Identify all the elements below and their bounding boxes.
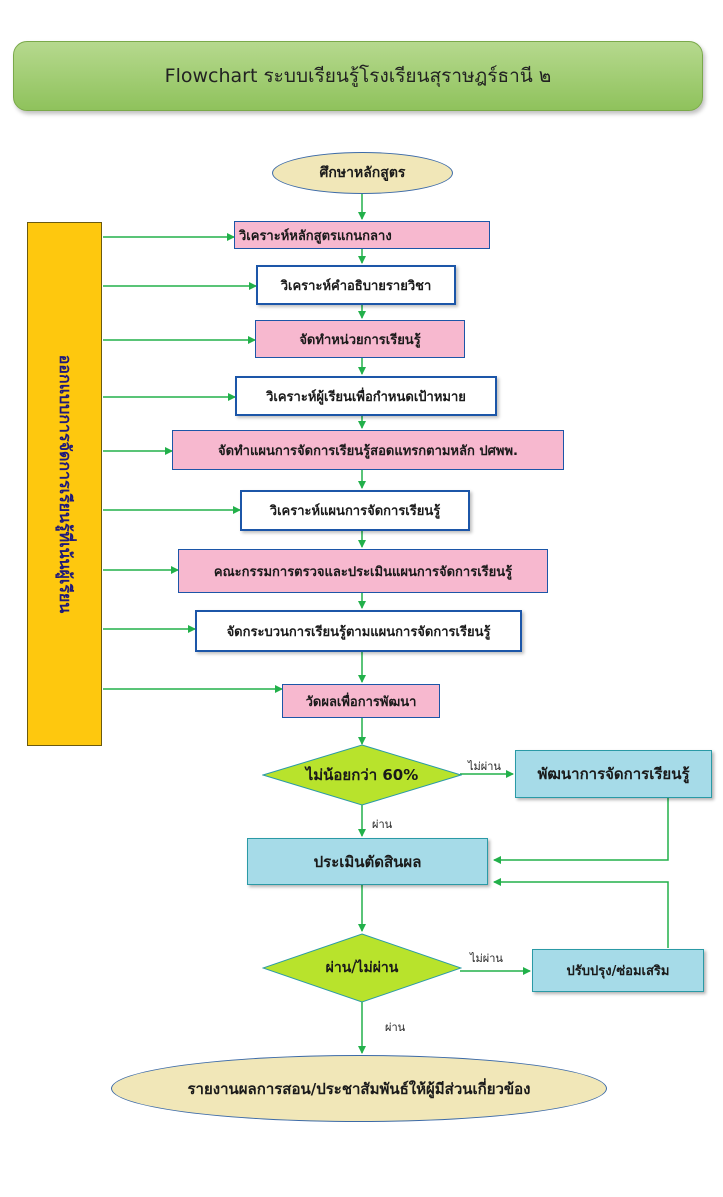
develop-box: พัฒนาการจัดการเรียนรู้ xyxy=(515,750,712,798)
develop-label: พัฒนาการจัดการเรียนรู้ xyxy=(537,765,690,783)
decision-1-diamond xyxy=(262,744,462,806)
step-8-label: จัดกระบวนการเรียนรู้ตามแผนการจัดการเรียน… xyxy=(226,624,491,640)
start-terminal: ศึกษาหลักสูตร xyxy=(272,152,453,194)
decision-1-label: ไม่น้อยกว่า 60% xyxy=(305,766,419,784)
title-banner: Flowchart ระบบเรียนรู้โรงเรียนสุราษฎร์ธา… xyxy=(13,41,703,111)
step-1-label: วิเคราะห์หลักสูตรแกนกลาง xyxy=(239,228,392,244)
decision-1-fail-label: ไม่ผ่าน xyxy=(468,760,501,773)
decision-2-diamond xyxy=(262,933,462,1003)
step-8-box: จัดกระบวนการเรียนรู้ตามแผนการจัดการเรียน… xyxy=(195,610,522,652)
evaluate-label: ประเมินตัดสินผล xyxy=(313,852,422,871)
step-7-label: คณะกรรมการตรวจและประเมินแผนการจัดการเรีย… xyxy=(213,564,513,580)
step-6-box: วิเคราะห์แผนการจัดการเรียนรู้ xyxy=(240,490,470,531)
step-7-box: คณะกรรมการตรวจและประเมินแผนการจัดการเรีย… xyxy=(178,549,548,593)
start-label: ศึกษาหลักสูตร xyxy=(319,165,406,181)
end-label: รายงานผลการสอน/ประชาสัมพันธ์ให้ผู้มีส่วน… xyxy=(187,1079,531,1098)
sidebar-label: ออกแบบการจัดการเรียนรู้ที่เน้นผู้เรียน xyxy=(56,354,75,614)
step-9-label: วัดผลเพื่อการพัฒนา xyxy=(305,694,417,710)
step-3-box: จัดทำหน่วยการเรียนรู้ xyxy=(255,320,465,358)
step-5-box: จัดทำแผนการจัดการเรียนรู้สอดแทรกตามหลัก … xyxy=(172,430,564,470)
page-title: Flowchart ระบบเรียนรู้โรงเรียนสุราษฎร์ธา… xyxy=(164,65,552,87)
decision-2-label: ผ่าน/ไม่ผ่าน xyxy=(325,960,399,976)
decision-1-pass-label: ผ่าน xyxy=(372,818,393,831)
end-terminal: รายงานผลการสอน/ประชาสัมพันธ์ให้ผู้มีส่วน… xyxy=(111,1055,607,1122)
sidebar-bar: ออกแบบการจัดการเรียนรู้ที่เน้นผู้เรียน xyxy=(27,222,102,746)
step-4-label: วิเคราะห์ผู้เรียนเพื่อกำหนดเป้าหมาย xyxy=(266,389,466,405)
step-3-label: จัดทำหน่วยการเรียนรู้ xyxy=(299,332,421,348)
evaluate-box: ประเมินตัดสินผล xyxy=(247,838,488,885)
decision-2-pass-label: ผ่าน xyxy=(385,1021,406,1034)
remedial-label: ปรับปรุง/ซ่อมเสริม xyxy=(566,964,670,979)
decision-2-fail-label: ไม่ผ่าน xyxy=(470,952,503,965)
step-2-box: วิเคราะห์คำอธิบายรายวิชา xyxy=(256,265,456,305)
step-4-box: วิเคราะห์ผู้เรียนเพื่อกำหนดเป้าหมาย xyxy=(235,376,497,416)
step-9-box: วัดผลเพื่อการพัฒนา xyxy=(282,684,440,718)
step-2-label: วิเคราะห์คำอธิบายรายวิชา xyxy=(280,278,432,294)
step-1-box: วิเคราะห์หลักสูตรแกนกลาง xyxy=(234,221,490,249)
step-5-label: จัดทำแผนการจัดการเรียนรู้สอดแทรกตามหลัก … xyxy=(218,443,518,459)
step-6-label: วิเคราะห์แผนการจัดการเรียนรู้ xyxy=(269,504,441,519)
remedial-box: ปรับปรุง/ซ่อมเสริม xyxy=(532,949,704,992)
